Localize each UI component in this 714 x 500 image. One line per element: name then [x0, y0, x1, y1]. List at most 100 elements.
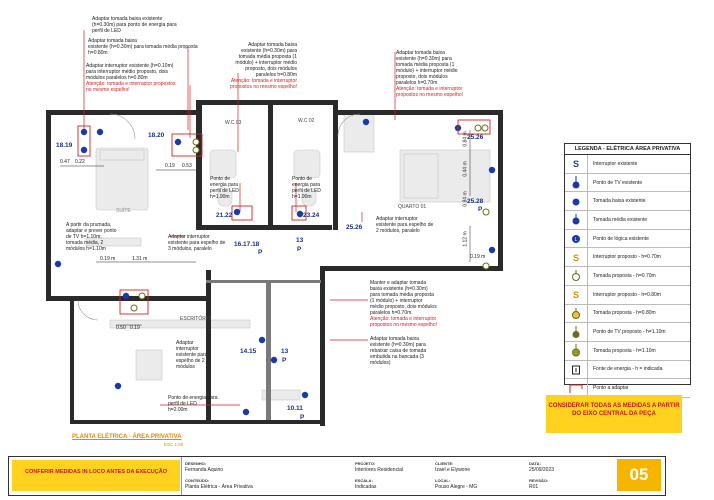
note-line: Adaptar tomada baixa existente: [92, 16, 163, 22]
note-line: A partir da prumada,: [66, 222, 112, 228]
svg-text:S: S: [573, 290, 579, 300]
note-line: embutida na bancada (3: [370, 354, 424, 360]
circuit-number: 25.28: [467, 198, 484, 205]
title-block: CONFERIR MEDIDAS IN LOCO ANTES DA EXECUÇ…: [8, 456, 666, 496]
note-line: Adaptar interruptor: [376, 216, 418, 222]
note-line: (1 módulo) + interruptor: [370, 298, 423, 304]
note-office-switch: Adaptar interruptor existente para espel…: [176, 340, 207, 370]
legend-label: Fonte de energia - h = indicada: [593, 366, 663, 373]
note-line: Ponto de energia para: [168, 395, 218, 401]
measure-label: 0.50: [116, 325, 126, 331]
measure-label: 1.31 m: [132, 256, 148, 262]
room-label-suite: SUÍTE: [116, 208, 131, 214]
projeto-value: Interiores Residencial: [355, 467, 404, 473]
room-label-quarto: QUARTO 01: [398, 204, 427, 210]
note-line: rebaixar caixa de tomada: [370, 348, 427, 354]
note-line: h=1.90m: [210, 194, 230, 200]
note-led-wc02: Ponto de energia para perfil de LED h=1.…: [292, 176, 321, 200]
legend-label: Ponto de TV existente: [593, 179, 643, 186]
measure-label: 0.53: [182, 163, 192, 169]
circuit-number: 16.17.18: [234, 241, 260, 248]
note-line: Ponto de: [292, 176, 313, 182]
svg-text:L: L: [575, 237, 578, 243]
escala-key: ESCALA:: [355, 478, 373, 483]
measure-label: 1.12 m: [462, 231, 469, 247]
note-line: perfil de LED: [168, 401, 197, 407]
circuit-number: 25.26: [346, 224, 363, 231]
legend-row: Tomada proposta - h=0.70m: [565, 267, 690, 286]
existing-points: [54, 118, 496, 416]
circuit-number: P: [282, 357, 287, 364]
note-line: (h=0.30m) para ponto de energia para: [92, 22, 177, 28]
note-line: energia para: [210, 182, 239, 188]
circuit-number: 10.11: [287, 405, 303, 412]
low-outlet-existing-icon: [565, 192, 588, 211]
logic-point-existing-icon: L: [565, 229, 588, 248]
data-key: DATA:: [529, 461, 541, 466]
circuit-number: 13: [296, 237, 304, 244]
note-switch-3mod: Adaptar interruptor existente para espel…: [168, 234, 225, 252]
adapt-markers: [77, 119, 491, 315]
note-line: existente (h=0.30m) para: [370, 342, 426, 348]
note-warning: propostos no mesmo espelho!: [396, 92, 463, 98]
circuit-number: 23.24: [303, 212, 320, 219]
note-warning: Atenção: tomada e interruptor: [230, 78, 297, 84]
furniture: [85, 111, 491, 401]
note-line: espelho de 2: [176, 358, 205, 364]
circuit-number: P: [478, 206, 483, 213]
note-line: h=1.90m: [292, 194, 312, 200]
proposed-points: [130, 124, 490, 312]
note-line: perfil de LED: [92, 28, 121, 34]
dimension-lines: [60, 130, 471, 326]
note-line: Adaptar tomada baixa: [248, 42, 297, 48]
note-warning: Atenção: tomada e interruptor: [370, 316, 437, 322]
measure-label: 0.19 m: [100, 256, 116, 262]
note-wc-outlet: Adaptar tomada baixa existente (h=0.30m)…: [230, 42, 297, 90]
svg-text:S: S: [573, 159, 579, 169]
note-line: paralelos h=0.70m.: [370, 310, 413, 316]
note-mid-outlet: Adaptar tomada baixa existente (h=0.30m)…: [88, 38, 198, 56]
note-line: paralelos h=0.70m: [396, 80, 438, 86]
outlet-proposed-110-icon: [565, 341, 588, 360]
door-swings: [77, 113, 361, 321]
legend-row: Tomada média existente: [565, 211, 690, 230]
measure-label: 0.84 m: [462, 131, 469, 147]
note-warning: no mesmo espelho!: [86, 87, 130, 93]
projeto-key: PROJETO:: [355, 461, 376, 466]
cliente-key: CLIENTE:: [435, 461, 454, 466]
note-led-wc03: Ponto de energia para perfil de LED h=1.…: [210, 176, 239, 200]
note-line: proposto, dois módulos: [245, 66, 297, 72]
note-line: proposto, dois módulos: [396, 74, 448, 80]
measurement-note-text: CONSIDERAR TODAS AS MEDIDAS A PARTIR DO …: [548, 403, 680, 417]
legend-label: Tomada baixa existente: [593, 198, 646, 205]
note-line: médio proposto, dois módulos: [370, 304, 437, 310]
tv-point-existing-icon: [565, 173, 588, 192]
note-line: Adaptar tomada baixa: [396, 50, 445, 56]
room-label-wc03: W.C 03: [225, 120, 242, 126]
sheet-number: 05: [617, 459, 661, 491]
warning-banner: CONFERIR MEDIDAS IN LOCO ANTES DA EXECUÇ…: [12, 460, 180, 491]
note-switch-2mod: Adaptar interruptor existente para espel…: [376, 216, 433, 234]
note-line: Manter e adaptar tomada: [370, 280, 427, 286]
note-line: paralelos h=0.80m: [255, 72, 297, 78]
switch-existing-icon: S: [565, 155, 588, 173]
legend-title: LEGENDA - ELÉTRICA ÁREA PRIVATIVA: [565, 144, 690, 155]
legend-label: Tomada média existente: [593, 216, 648, 223]
legend-row: S Interruptor proposto - h=0.80m: [565, 285, 690, 305]
note-line: existente para: [176, 352, 208, 358]
room-label-wc02: W.C 02: [298, 118, 315, 124]
note-line: Ponto de: [210, 176, 231, 182]
note-line: existente para espelho de: [376, 222, 434, 228]
revisao-value: R01: [529, 484, 539, 490]
legend-label: Ponto a adaptar: [593, 385, 629, 392]
circuit-number: 18.20: [148, 132, 165, 139]
note-keep-outlet: Manter e adaptar tomada baixa existente …: [370, 280, 437, 328]
note-switch-adapt: Adaptar interruptor existente (h=0.10m) …: [86, 63, 176, 93]
note-line: Adaptar tomada baixa: [88, 38, 137, 44]
measure-label: 0.22: [75, 159, 85, 165]
legend-label: Interruptor proposto - h=0.80m: [593, 291, 661, 298]
measure-label: 0.19: [130, 325, 140, 331]
circuit-number: P: [300, 414, 305, 421]
